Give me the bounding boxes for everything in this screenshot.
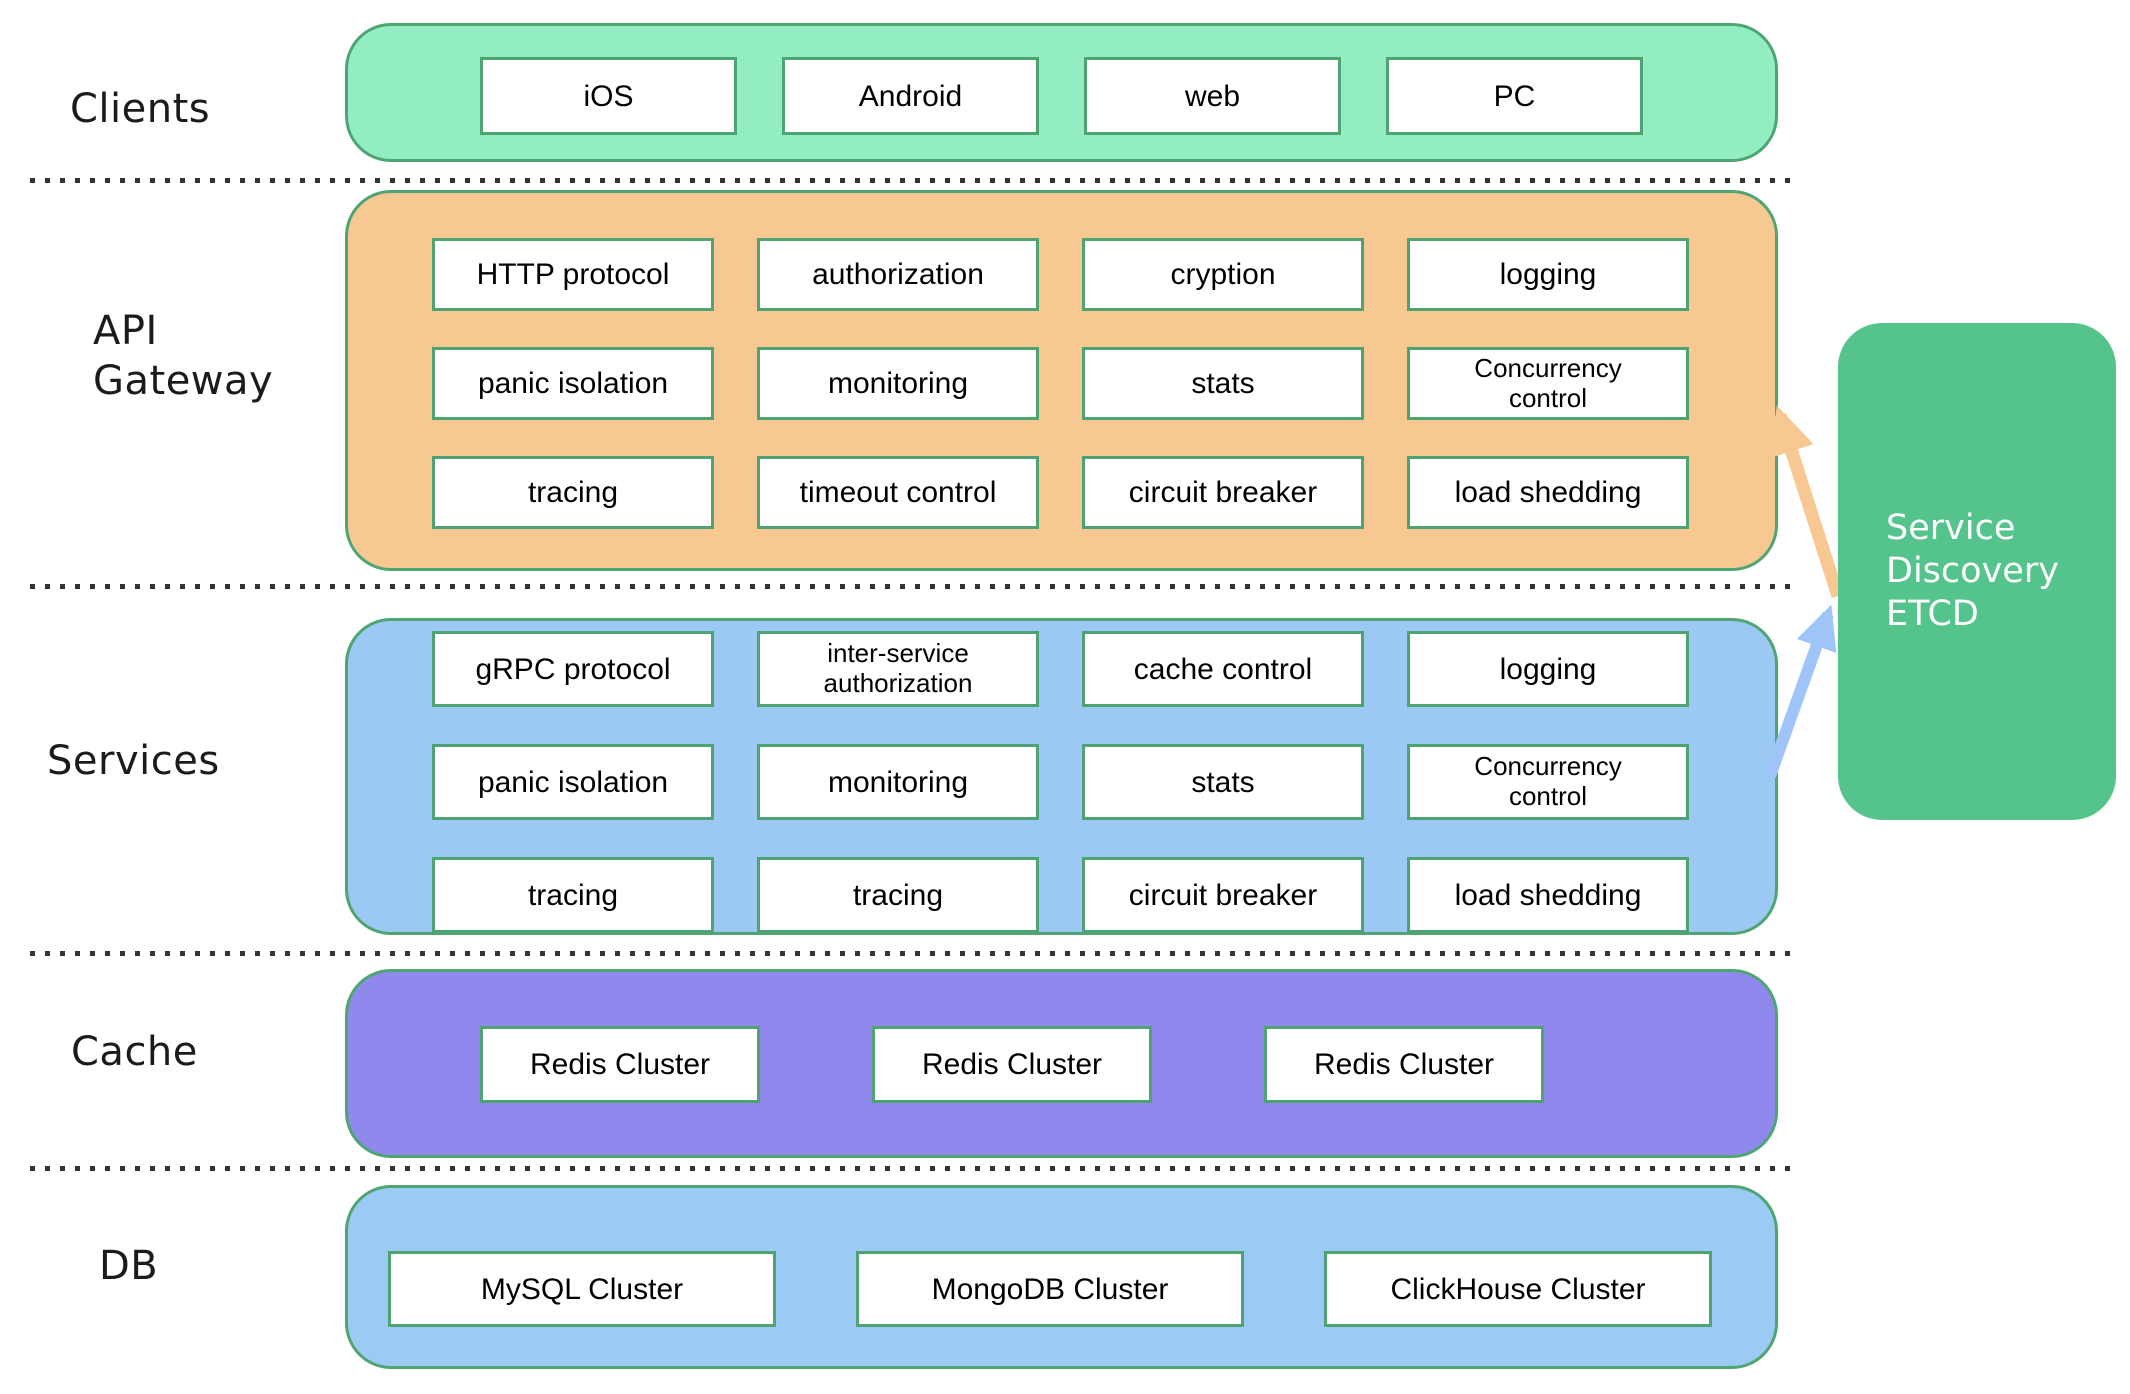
service-feature-box: panic isolation: [432, 744, 714, 820]
client-platform-box: web: [1084, 57, 1341, 135]
service-feature-box: cache control: [1082, 631, 1364, 707]
redis-cluster-box: Redis Cluster: [480, 1026, 760, 1103]
gateway-feature-box: HTTP protocol: [432, 238, 714, 311]
client-platform-box: Android: [782, 57, 1039, 135]
etcd-to-api-gateway-arrow: [1769, 405, 1845, 598]
service-feature-box: stats: [1082, 744, 1364, 820]
redis-cluster-box: Redis Cluster: [1264, 1026, 1544, 1103]
cache-layer-label: Cache: [71, 1029, 198, 1075]
db-band: MySQL Cluster MongoDB Cluster ClickHouse…: [345, 1185, 1778, 1369]
service-discovery-etcd-box: Service Discovery ETCD: [1838, 323, 2116, 820]
gateway-feature-box: stats: [1082, 347, 1364, 420]
client-platform-box: iOS: [480, 57, 737, 135]
gateway-feature-box: panic isolation: [432, 347, 714, 420]
cache-band: Redis Cluster Redis Cluster Redis Cluste…: [345, 969, 1778, 1158]
service-feature-box: logging: [1407, 631, 1689, 707]
layer-separator: [30, 178, 1792, 183]
service-feature-box: circuit breaker: [1082, 857, 1364, 933]
client-platform-box: PC: [1386, 57, 1643, 135]
gateway-feature-box: cryption: [1082, 238, 1364, 311]
layer-separator: [30, 951, 1792, 956]
api-gateway-layer-label: API Gateway: [93, 308, 274, 404]
db-cluster-box: MongoDB Cluster: [856, 1251, 1244, 1327]
layer-separator: [30, 584, 1792, 589]
gateway-feature-box: monitoring: [757, 347, 1039, 420]
db-cluster-box: MySQL Cluster: [388, 1251, 776, 1327]
services-band: gRPC protocol inter-service authorizatio…: [345, 618, 1778, 935]
clients-band: iOS Android web PC: [345, 23, 1778, 162]
gateway-feature-box: authorization: [757, 238, 1039, 311]
services-layer-label: Services: [47, 738, 220, 784]
gateway-feature-box: timeout control: [757, 456, 1039, 529]
service-feature-box: load shedding: [1407, 857, 1689, 933]
service-feature-box: inter-service authorization: [757, 631, 1039, 707]
gateway-feature-box: load shedding: [1407, 456, 1689, 529]
gateway-feature-box: circuit breaker: [1082, 456, 1364, 529]
redis-cluster-box: Redis Cluster: [872, 1026, 1152, 1103]
service-feature-box: monitoring: [757, 744, 1039, 820]
gateway-feature-box: Concurrency control: [1407, 347, 1689, 420]
service-feature-box: gRPC protocol: [432, 631, 714, 707]
db-layer-label: DB: [99, 1243, 159, 1289]
api-gateway-band: HTTP protocol authorization cryption log…: [345, 190, 1778, 571]
gateway-feature-box: logging: [1407, 238, 1689, 311]
service-feature-box: Concurrency control: [1407, 744, 1689, 820]
gateway-feature-box: tracing: [432, 456, 714, 529]
service-feature-box: tracing: [432, 857, 714, 933]
services-to-etcd-arrow: [1764, 604, 1837, 779]
db-cluster-box: ClickHouse Cluster: [1324, 1251, 1712, 1327]
clients-layer-label: Clients: [70, 86, 211, 132]
layer-separator: [30, 1166, 1792, 1171]
service-feature-box: tracing: [757, 857, 1039, 933]
